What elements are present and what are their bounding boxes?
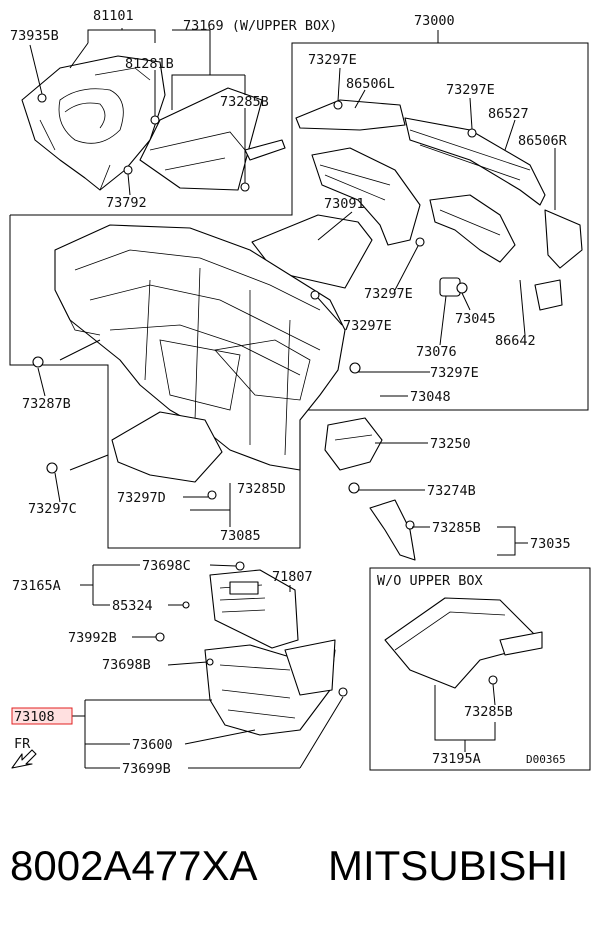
label-73297E-e: 73297E [430,365,479,381]
label-81101: 81101 [93,8,134,24]
label-73297E-b: 73297E [446,82,495,98]
label-73048: 73048 [410,389,451,405]
label-73935B: 73935B [10,28,59,44]
label-73076: 73076 [416,344,457,360]
highlight-box-73108 [11,707,73,725]
airbag-73250 [324,417,383,471]
label-85324: 85324 [112,598,153,614]
label-73297D: 73297D [117,490,166,506]
part-number: 8002A477XA [10,842,258,889]
front-arrow-icon [11,749,37,769]
label-86506L: 86506L [346,76,395,92]
center-panel-71807 [209,569,299,649]
label-73285B-c: 73285B [464,704,513,720]
box-lid-73195A [384,597,543,689]
part-labels: 73935B 81101 73169 (W/UPPER BOX) 73000 8… [10,8,571,777]
footer: 8002A477XA MITSUBISHI [0,842,600,902]
label-73165A: 73165A [12,578,61,594]
leader-lines [29,28,556,769]
label-diagram-code: D00365 [526,753,566,766]
label-73600: 73600 [132,737,173,753]
label-86527: 86527 [488,106,529,122]
glovebox-door-73085 [111,411,223,483]
label-86642: 86642 [495,333,536,349]
label-wo-upper-box: W/O UPPER BOX [377,573,483,589]
label-73000: 73000 [414,13,455,29]
label-73085: 73085 [220,528,261,544]
label-73699B: 73699B [122,761,171,777]
label-73195A: 73195A [432,751,481,767]
brand-name: MITSUBISHI [328,842,569,889]
label-73297C: 73297C [28,501,77,517]
label-73274B: 73274B [427,483,476,499]
label-73792: 73792 [106,195,147,211]
air-duct-73000 [295,99,583,311]
label-73045: 73045 [455,311,496,327]
center-console-73600 [204,639,336,736]
trim-73035 [369,499,416,561]
label-73992B: 73992B [68,630,117,646]
upper-box-73169 [139,87,286,191]
label-73297E-c: 73297E [364,286,413,302]
label-73285B-b: 73285B [432,520,481,536]
label-73169: 73169 (W/UPPER BOX) [183,18,337,34]
clips [32,93,498,697]
label-81281B: 81281B [125,56,174,72]
label-fr: FR [14,736,31,752]
dashboard-frame [54,224,346,471]
label-73108: 73108 [14,709,55,725]
label-73285B-a: 73285B [220,94,269,110]
label-73297E-d: 73297E [343,318,392,334]
label-73698B: 73698B [102,657,151,673]
label-73297E-a: 73297E [308,52,357,68]
cluster-hood-81101 [21,55,166,191]
label-73285D: 73285D [237,481,286,497]
label-73698C: 73698C [142,558,191,574]
label-73091: 73091 [324,196,365,212]
label-73250: 73250 [430,436,471,452]
label-73287B: 73287B [22,396,71,412]
label-86506R: 86506R [518,133,568,149]
label-73035: 73035 [530,536,571,552]
label-71807: 71807 [272,569,313,585]
